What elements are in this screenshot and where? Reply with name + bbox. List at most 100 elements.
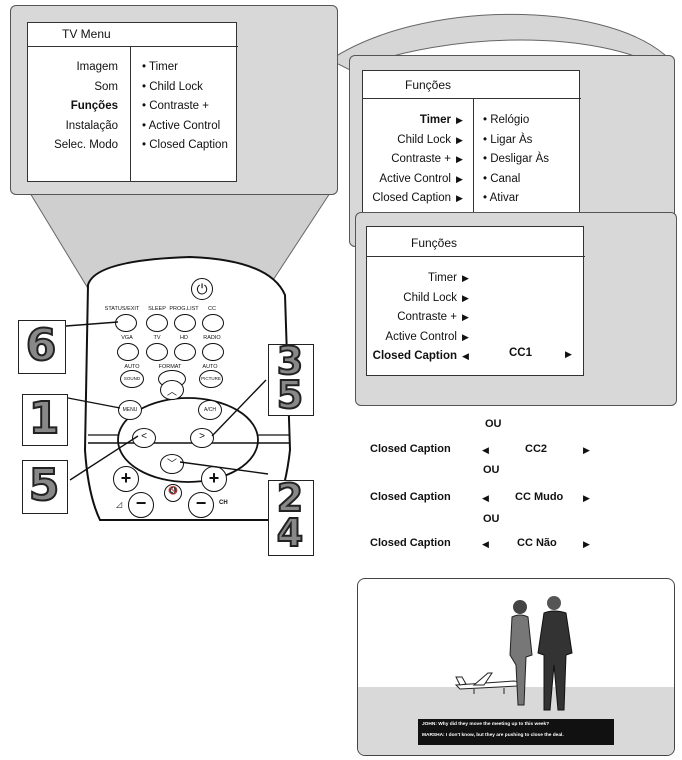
callout-1-box <box>22 394 68 446</box>
label-sound: SOUND <box>123 376 141 381</box>
divider <box>473 98 474 220</box>
menu-item-child-lock[interactable]: Child Lock <box>397 133 451 146</box>
left-arrow-icon: ◀ <box>482 445 489 455</box>
left-button[interactable]: < <box>132 428 156 448</box>
channel-up-button[interactable]: + <box>201 466 227 492</box>
channel-down-button[interactable]: − <box>188 492 214 518</box>
menu-item-contraste[interactable]: Contraste + <box>391 153 451 165</box>
option-label: Closed Caption <box>370 537 451 549</box>
left-arrow-icon: ◀ <box>482 539 489 549</box>
right-arrow-icon: ▶ <box>583 493 590 503</box>
plus-icon: + <box>120 468 132 488</box>
option-label: Closed Caption <box>370 491 451 503</box>
callout-lines <box>65 321 269 481</box>
menu-item-contraste[interactable]: Contraste + <box>397 311 457 323</box>
menu-item-child-lock[interactable]: Child Lock <box>403 291 457 304</box>
power-button[interactable]: ⏻ <box>191 278 213 300</box>
cc-button[interactable] <box>202 314 224 332</box>
power-icon: ⏻ <box>196 281 208 297</box>
menu-item-timer[interactable]: Timer <box>428 272 457 284</box>
status-exit-button[interactable] <box>115 314 137 332</box>
submenu-item[interactable]: • Timer <box>142 61 178 73</box>
right-arrow-icon: ▶ <box>583 539 590 549</box>
submenu-item[interactable]: • Ligar Às <box>483 133 533 146</box>
submenu-item[interactable]: • Canal <box>483 172 521 185</box>
chevron-right-icon: > <box>199 431 205 442</box>
chevron-up-icon: ︿ <box>167 387 177 398</box>
right-arrow-icon: ▶ <box>462 292 469 303</box>
ach-button[interactable]: A/CH <box>198 400 222 420</box>
submenu-item[interactable]: • Contraste + <box>142 100 209 112</box>
label-hd: HD <box>180 335 188 341</box>
label-picture: PICTURE <box>201 376 221 381</box>
up-button[interactable]: ︿ <box>160 380 184 400</box>
menu-item-funcoes[interactable]: Funções <box>70 100 118 112</box>
callout-3: 3 <box>276 339 304 383</box>
cc-value: CC1 <box>509 347 533 359</box>
proglist-button[interactable] <box>174 314 196 332</box>
tv-screen: JOHN: Why did they move the meeting up t… <box>357 578 675 756</box>
right-arrow-icon: ▶ <box>456 115 463 125</box>
submenu-item[interactable]: • Child Lock <box>142 80 203 93</box>
submenu-item[interactable]: • Closed Caption <box>142 139 228 151</box>
tv-button[interactable] <box>146 343 168 361</box>
menu-item-closed-caption[interactable]: Closed Caption <box>372 192 451 204</box>
right-button[interactable]: > <box>190 428 214 448</box>
callout-1: 1 <box>28 393 61 444</box>
vga-button[interactable] <box>117 343 139 361</box>
funcoes-2-left-list: Timer Child Lock Contraste + Active Cont… <box>369 269 457 367</box>
separator-ou: OU <box>483 464 500 476</box>
callout-5-box <box>22 460 68 514</box>
callout-3-5-box <box>268 344 314 416</box>
menu-item-active-control[interactable]: Active Control <box>379 172 451 185</box>
menu-item-instalacao[interactable]: Instalação <box>65 119 118 132</box>
caption-line-1: JOHN: Why did they move the meeting up t… <box>422 722 550 727</box>
menu-item-closed-caption[interactable]: Closed Caption <box>372 350 457 362</box>
submenu-item[interactable]: • Active Control <box>142 119 221 132</box>
nav-ring <box>117 397 259 483</box>
divider <box>367 256 585 257</box>
funcoes-right-list: • Relógio • Ligar Às • Desligar Às • Can… <box>483 111 579 209</box>
callout-5: 5 <box>276 373 304 417</box>
right-arrow-icon: ▶ <box>462 273 469 283</box>
submenu-item[interactable]: • Ativar <box>483 192 519 204</box>
menu-item-active-control[interactable]: Active Control <box>385 330 457 343</box>
radio-button[interactable] <box>202 343 224 361</box>
down-button[interactable]: ﹀ <box>160 454 184 474</box>
tv-menu-box: TV Menu Imagem Som Funções Instalação Se… <box>27 22 238 182</box>
hd-button[interactable] <box>174 343 196 361</box>
label-menu: MENU <box>122 407 138 413</box>
option-value-cc-nao: CC Não <box>517 537 557 549</box>
callout-2-4-box <box>268 480 314 556</box>
label-auto: AUTO <box>124 364 140 370</box>
volume-down-button[interactable]: − <box>128 492 154 518</box>
plus-icon: + <box>208 468 220 488</box>
right-arrow-icon: ▶ <box>456 173 463 184</box>
callout-6: 6 <box>25 320 58 371</box>
label-status-exit: STATUS/EXIT <box>104 306 140 312</box>
auto-picture-button[interactable]: PICTURE <box>199 370 223 388</box>
label-radio: RADIO <box>203 335 221 341</box>
funcoes-title: Funções <box>411 236 458 250</box>
sleep-button[interactable] <box>146 314 168 332</box>
menu-item-som[interactable]: Som <box>94 80 118 93</box>
left-arrow-icon: ◀ <box>462 351 469 361</box>
mute-button[interactable]: 🔇 <box>164 484 182 502</box>
callout-6-box <box>18 320 66 374</box>
submenu-item[interactable]: • Relógio <box>483 114 530 126</box>
menu-item-imagem[interactable]: Imagem <box>76 61 118 73</box>
option-value-cc2: CC2 <box>525 443 548 455</box>
submenu-item[interactable]: • Desligar Às <box>483 153 550 165</box>
volume-up-button[interactable]: + <box>113 466 139 492</box>
menu-item-timer[interactable]: Timer <box>419 114 451 126</box>
label-vga: VGA <box>121 335 133 341</box>
divider <box>363 98 581 99</box>
menu-button[interactable]: MENU <box>118 400 142 420</box>
minus-icon: − <box>135 493 147 513</box>
label-format: FORMAT <box>158 364 182 370</box>
auto-sound-button[interactable]: SOUND <box>120 370 144 388</box>
right-arrow-icon: ▶ <box>583 445 590 455</box>
chevron-left-icon: < <box>141 431 147 442</box>
right-arrow-icon: ▶ <box>462 312 469 322</box>
menu-item-selec-modo[interactable]: Selec. Modo <box>54 139 118 151</box>
